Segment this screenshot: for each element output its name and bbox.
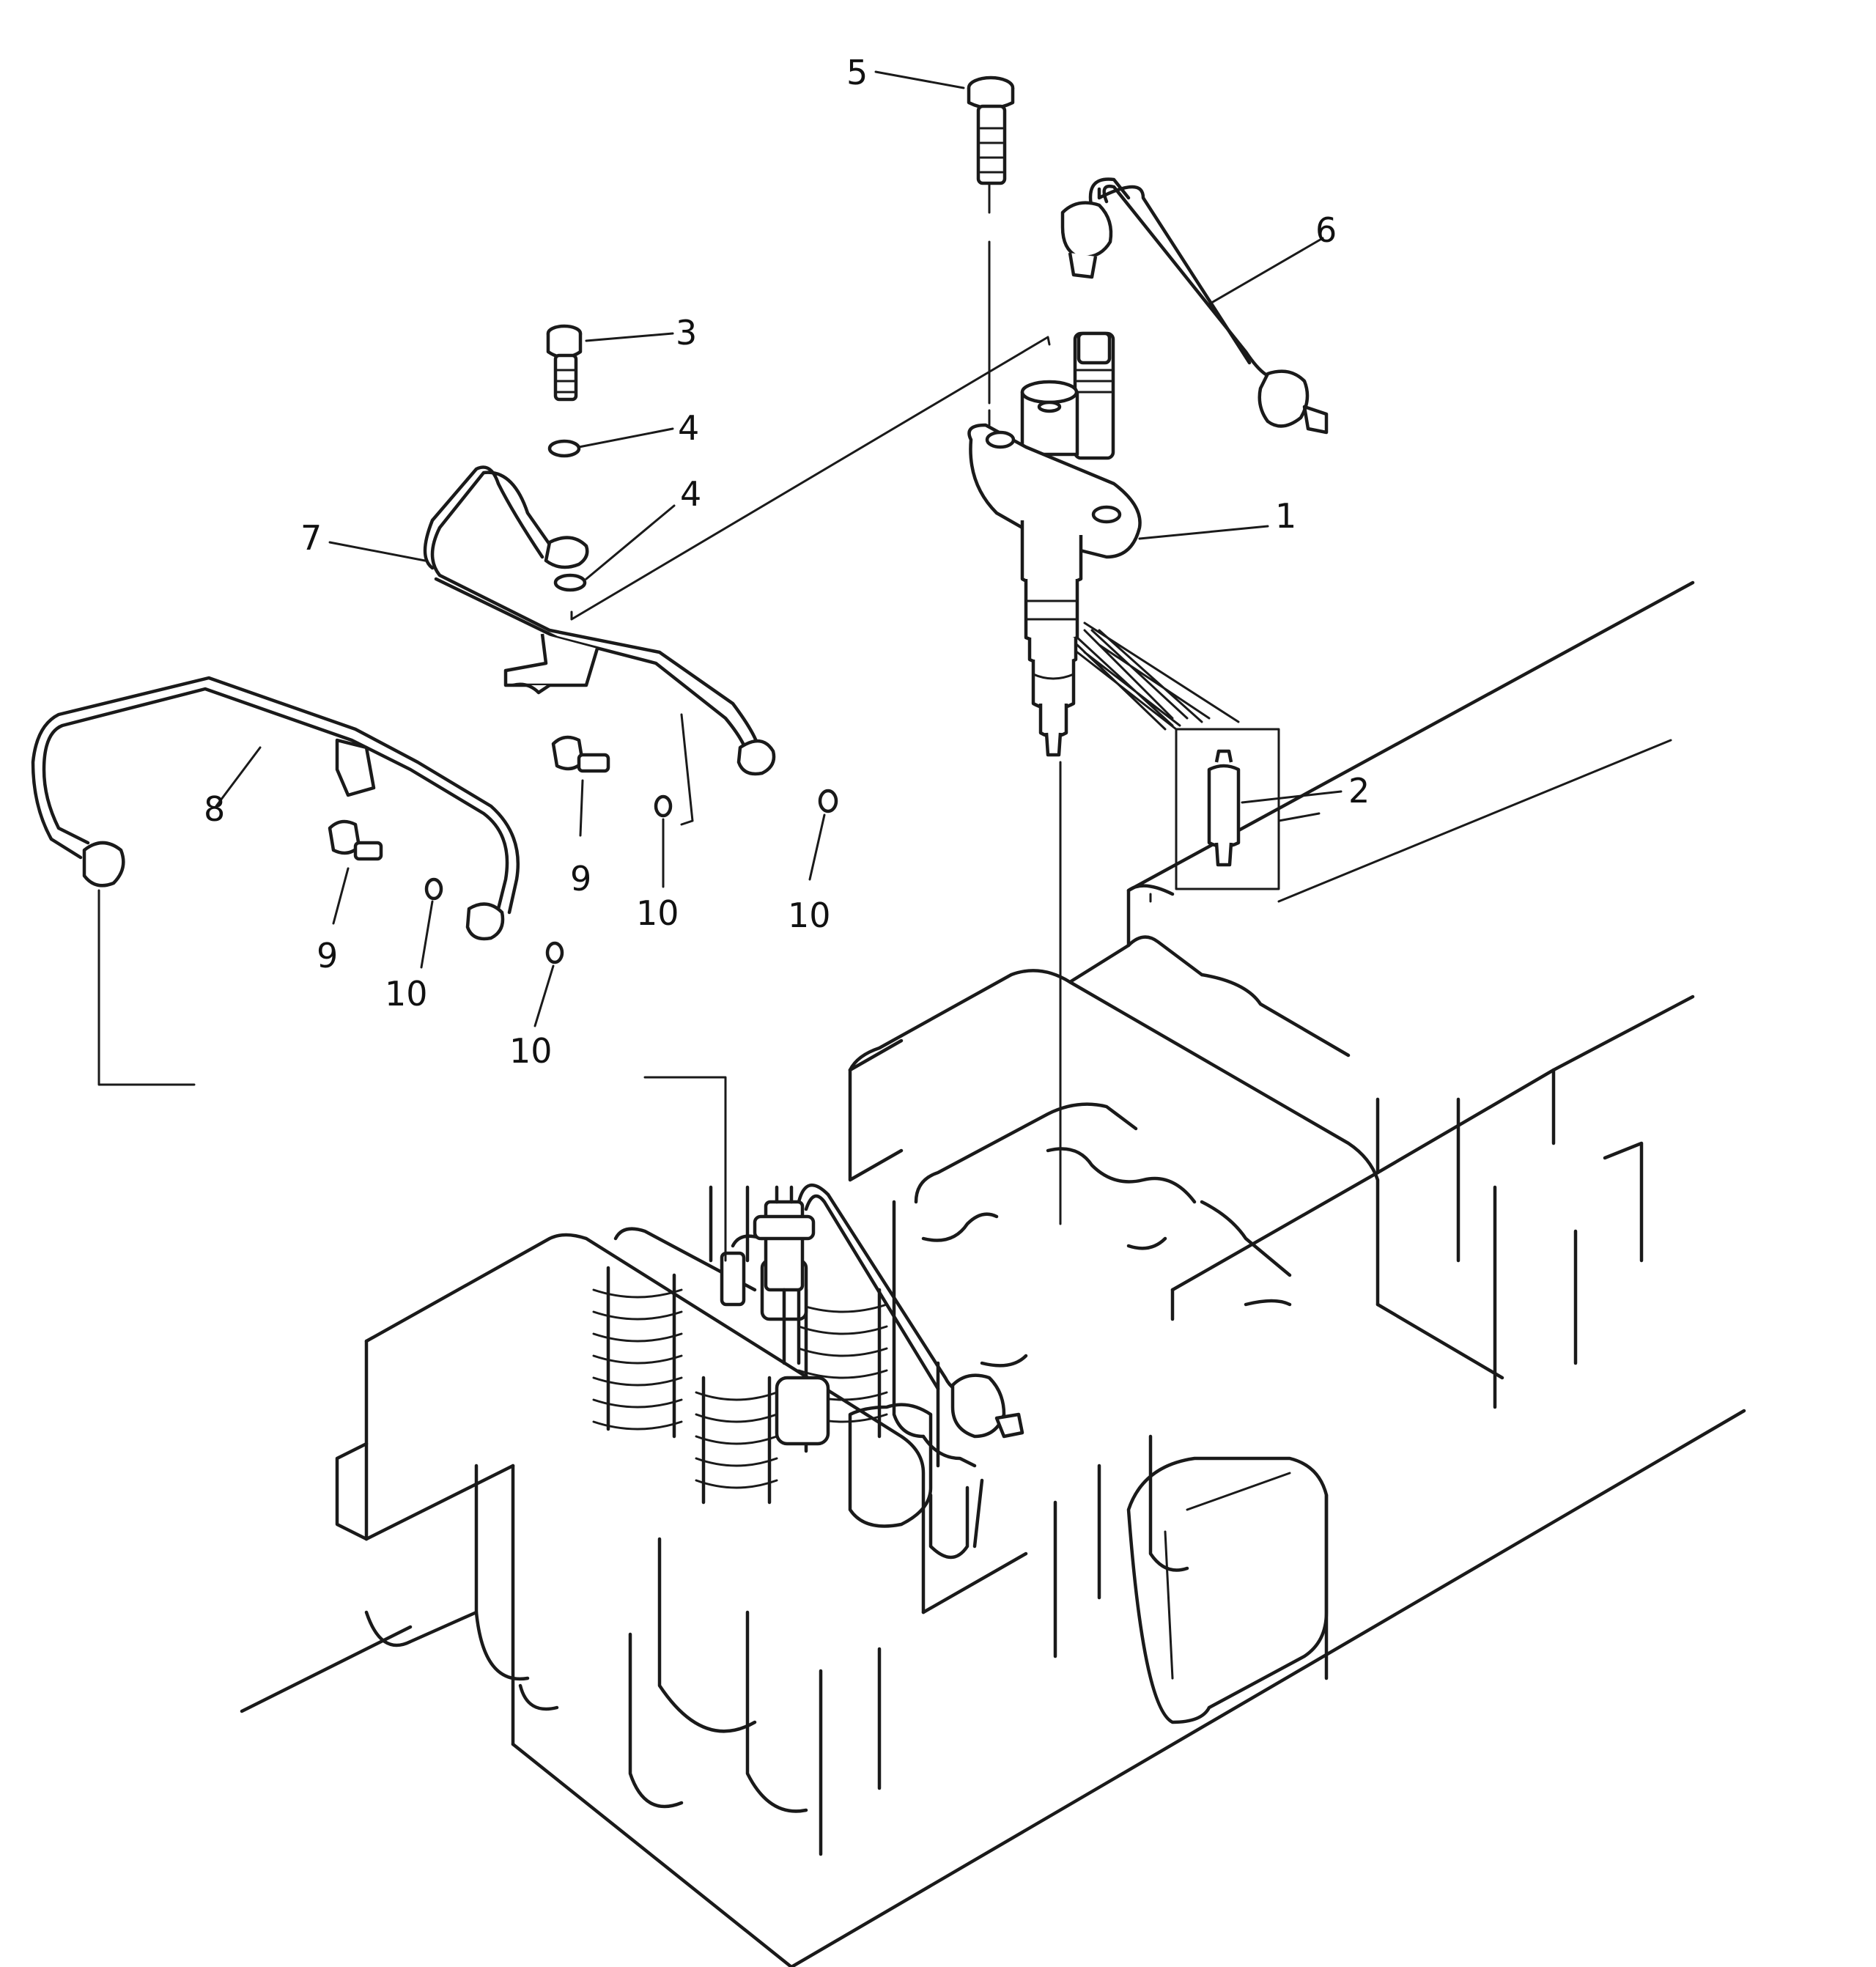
washer-10d bbox=[545, 941, 564, 964]
callout-2: 2 bbox=[1348, 771, 1370, 811]
reference-outline bbox=[570, 336, 1152, 903]
callout-10d: 10 bbox=[509, 1031, 553, 1071]
washer-10c bbox=[424, 877, 443, 901]
washer-4b bbox=[553, 573, 587, 592]
callout-leaders bbox=[215, 70, 1672, 1027]
callout-9b: 9 bbox=[317, 936, 338, 975]
injector-axis-line bbox=[988, 182, 1062, 1225]
callout-labels: 1 2 3 4 4 5 6 7 8 9 9 10 10 10 10 bbox=[204, 53, 1370, 1071]
callout-4a: 4 bbox=[678, 408, 699, 448]
washer-4a bbox=[547, 439, 581, 458]
nozzle-detail-box bbox=[1175, 728, 1280, 890]
hollow-screw-3 bbox=[546, 324, 583, 402]
fuel-line-6 bbox=[1060, 177, 1329, 435]
callout-4b: 4 bbox=[680, 474, 701, 514]
washer-10b bbox=[818, 789, 838, 813]
bolt-9b bbox=[328, 819, 383, 861]
callout-8: 8 bbox=[204, 789, 225, 829]
callout-3: 3 bbox=[676, 313, 697, 353]
installed-injector bbox=[753, 1183, 1024, 1439]
washer-10a bbox=[654, 794, 673, 818]
bolt-9a bbox=[551, 735, 610, 773]
callout-9a: 9 bbox=[570, 859, 591, 898]
hollow-screw-5 bbox=[967, 75, 1015, 185]
fuel-injector bbox=[967, 331, 1240, 757]
fuel-line-7 bbox=[423, 465, 776, 826]
callout-10a: 10 bbox=[636, 893, 679, 933]
callout-5: 5 bbox=[846, 53, 868, 92]
callout-6: 6 bbox=[1315, 210, 1337, 250]
callout-1: 1 bbox=[1275, 496, 1296, 536]
callout-10b: 10 bbox=[788, 896, 831, 935]
cylinder-head-assembly bbox=[240, 580, 1746, 1967]
fuel-line-8 bbox=[31, 676, 520, 1086]
callout-10c: 10 bbox=[385, 974, 428, 1014]
callout-7: 7 bbox=[300, 518, 322, 558]
